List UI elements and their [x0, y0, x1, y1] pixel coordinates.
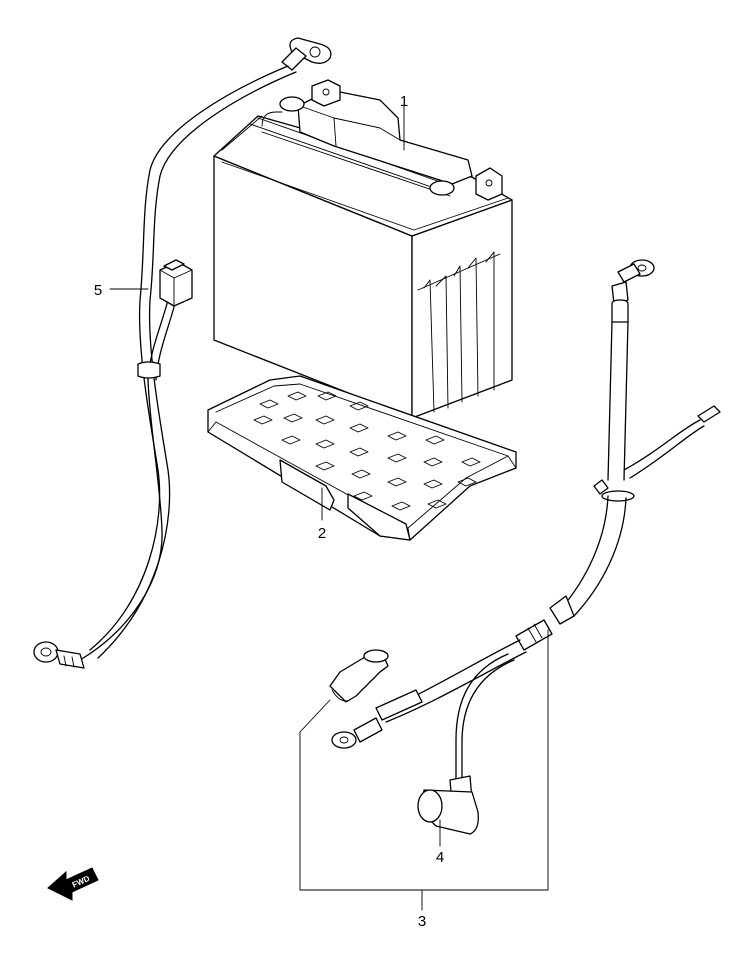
callout-2: 2 — [318, 525, 326, 542]
fwd-arrow-icon: FWD — [47, 867, 99, 901]
callout-1: 1 — [400, 93, 408, 110]
harness-3 — [329, 259, 721, 783]
battery-1 — [213, 79, 513, 419]
battery-tray-2 — [207, 375, 517, 541]
sensor-4 — [417, 775, 479, 835]
callout-3: 3 — [418, 913, 426, 930]
tray-holes — [253, 391, 481, 511]
callout-5: 5 — [94, 282, 102, 299]
callout-leaders — [109, 105, 549, 911]
callout-4: 4 — [436, 849, 444, 866]
battery-cable-5 — [33, 37, 332, 669]
